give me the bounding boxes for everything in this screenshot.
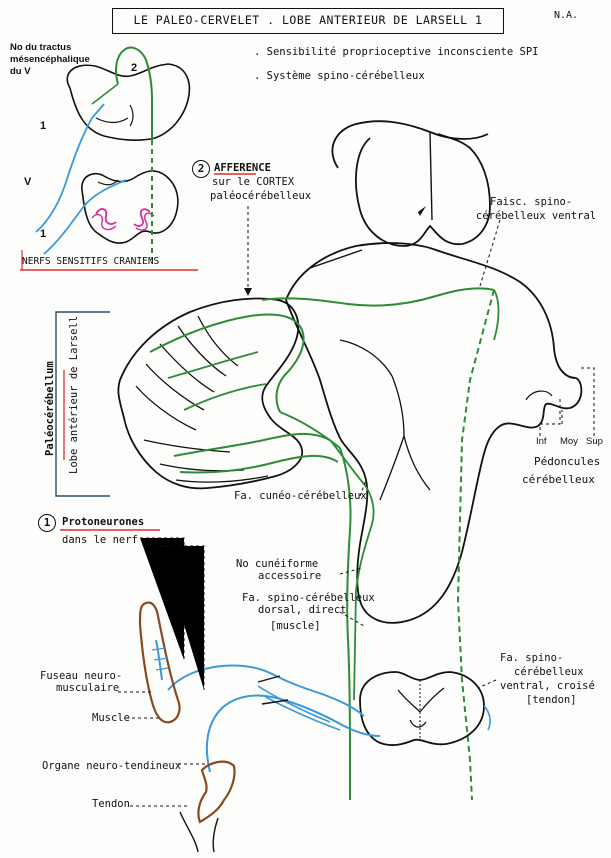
pons-section xyxy=(81,170,179,244)
label-pedoncules: Pédoncules xyxy=(534,455,601,468)
label-faisc-ventral-1: Faisc. spino- xyxy=(490,196,573,208)
bullet-system: . Système spino-cérébelleux xyxy=(254,70,425,82)
label-pedoncule-moy: Moy xyxy=(560,436,578,447)
paleocerebellum-bracket xyxy=(55,311,110,497)
bullet-spi: . Sensibilité proprioceptive inconscient… xyxy=(254,46,539,58)
label-num-2-top: 2 xyxy=(131,62,138,74)
label-dorsal-1: Fa. spino-cérébelleux xyxy=(242,592,375,604)
author-initials: N.A. xyxy=(554,10,579,21)
label-tractus-3: du V xyxy=(10,66,31,77)
tendon-shape xyxy=(197,760,236,824)
dorsal-spinocerebellar-green xyxy=(339,447,352,800)
label-ventral-croise-1: Fa. spino- xyxy=(500,652,564,664)
trigeminal-nucleus-left xyxy=(95,208,117,225)
label-no-cuneiforme-2: accessoire xyxy=(258,570,322,582)
label-organe: Organe neuro-tendineux xyxy=(42,760,182,772)
afference-number: 2 xyxy=(192,160,210,178)
label-cuneo: Fa. cunéo-cérébelleux xyxy=(234,490,367,502)
label-protoneurones: Protoneurones xyxy=(62,516,145,528)
label-afference: AFFERENCE xyxy=(214,162,271,174)
label-lobe-anterieur: Lobe antérieur de Larsell xyxy=(68,315,80,474)
mesencephalic-tract-green xyxy=(115,46,153,140)
label-ventral-croise-2: cérébelleux xyxy=(514,666,584,678)
label-pedoncule-sup: Sup xyxy=(586,436,603,447)
mesencephalon-section xyxy=(66,63,191,141)
label-afference-3: paléocérébelleux xyxy=(210,190,312,202)
label-faisc-ventral-2: cérébelleux ventral xyxy=(476,210,597,222)
label-ventral-croise-4: [tendon] xyxy=(526,694,577,706)
cortex-afference-green xyxy=(149,313,305,413)
label-muscle: Muscle xyxy=(92,712,130,724)
label-nerve-1b: 1 xyxy=(40,228,47,240)
label-fuseau-1: Fuseau neuro- xyxy=(40,670,123,682)
trigeminal-nucleus-right xyxy=(133,208,151,227)
tendon-nerve-blue xyxy=(205,694,381,773)
label-afference-2: sur le CORTEX xyxy=(212,176,295,188)
label-no-cuneiforme-1: No cunéiforme xyxy=(236,558,319,570)
medulla-outline xyxy=(355,133,491,247)
label-dorsal-2: dorsal, direct xyxy=(258,604,347,616)
label-nerfs-sensitifs: NERFS SENSITIFS CRANIENS xyxy=(22,256,160,267)
page-title: LE PALEO-CERVELET . LOBE ANTERIEUR DE LA… xyxy=(112,8,504,34)
label-pedoncule-inf: Inf xyxy=(536,436,547,447)
label-paleocerebellum: Paléocérébellum xyxy=(44,361,56,456)
label-tractus-1: No du tractus xyxy=(10,42,72,53)
label-dorsal-3: [muscle] xyxy=(270,620,321,632)
label-nerve-1a: 1 xyxy=(40,120,47,132)
label-tendon: Tendon xyxy=(92,798,130,810)
protoneurones-number: 1 xyxy=(38,514,56,532)
trigeminal-nerve-blue xyxy=(35,103,105,233)
label-dans-le-nerf: dans le nerf xyxy=(62,534,138,546)
brainstem-body xyxy=(285,242,583,624)
label-nerve-v: V xyxy=(24,176,32,188)
muscle-shape xyxy=(138,601,181,724)
label-ventral-croise-3: ventral, croisé xyxy=(500,680,595,692)
label-fuseau-2: musculaire xyxy=(56,682,120,694)
cuneo-cerebellar-green xyxy=(329,439,375,701)
ventral-spinocerebellar-green xyxy=(456,289,495,801)
label-cerebelleux: cérébelleux xyxy=(522,473,595,486)
label-tractus-2: mésencéphalique xyxy=(10,54,90,65)
cerebellum-outline xyxy=(117,297,303,490)
